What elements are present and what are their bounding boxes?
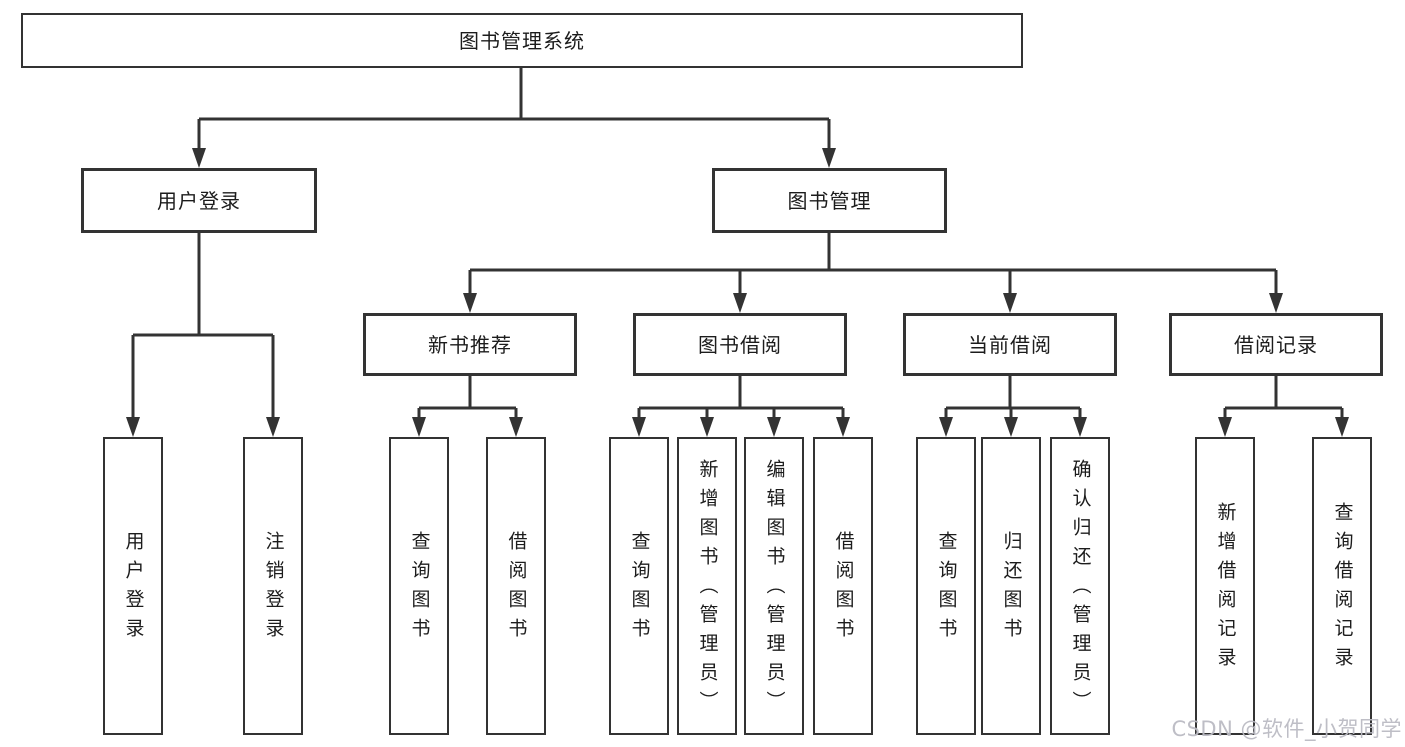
leaf-label: 归还图书 bbox=[1000, 531, 1023, 647]
leaf-label: 新增图书（管理员） bbox=[696, 458, 719, 720]
node-root-system: 图书管理系统 bbox=[21, 13, 1023, 68]
leaf-label: 查询图书 bbox=[935, 531, 958, 647]
leaf-records-query-record: 查询借阅记录 bbox=[1312, 437, 1372, 735]
leaf-borrow-borrow-books: 借阅图书 bbox=[813, 437, 873, 735]
node-new-book-recommend: 新书推荐 bbox=[363, 313, 577, 376]
wire-book-mgmt-to-level3 bbox=[463, 233, 1283, 313]
node-label: 新书推荐 bbox=[428, 332, 512, 357]
leaf-label: 查询借阅记录 bbox=[1331, 502, 1354, 676]
wire-root-to-level2 bbox=[192, 68, 836, 168]
leaf-current-query-books: 查询图书 bbox=[916, 437, 976, 735]
node-label: 图书借阅 bbox=[698, 332, 782, 357]
node-label: 借阅记录 bbox=[1234, 332, 1318, 357]
leaf-label: 查询图书 bbox=[408, 531, 431, 647]
node-label: 用户登录 bbox=[157, 188, 241, 213]
leaf-label: 查询图书 bbox=[628, 531, 651, 647]
wire-new-book-branch bbox=[412, 376, 523, 437]
node-label: 当前借阅 bbox=[968, 332, 1052, 357]
node-current-borrow: 当前借阅 bbox=[903, 313, 1117, 376]
leaf-borrow-add-books-admin: 新增图书（管理员） bbox=[677, 437, 737, 735]
node-borrow-records: 借阅记录 bbox=[1169, 313, 1383, 376]
wire-book-borrow-branch bbox=[632, 376, 850, 437]
leaf-current-confirm-return-admin: 确认归还（管理员） bbox=[1050, 437, 1110, 735]
leaf-borrow-edit-books-admin: 编辑图书（管理员） bbox=[744, 437, 804, 735]
leaf-label: 新增借阅记录 bbox=[1214, 502, 1237, 676]
leaf-logout: 注销登录 bbox=[243, 437, 303, 735]
leaf-label: 注销登录 bbox=[262, 531, 285, 647]
node-user-login-module: 用户登录 bbox=[81, 168, 317, 233]
leaf-label: 用户登录 bbox=[122, 531, 145, 647]
wire-current-borrow-branch bbox=[939, 376, 1087, 437]
leaf-newbook-borrow-books: 借阅图书 bbox=[486, 437, 546, 735]
csdn-watermark: CSDN @软件_小贺同学 bbox=[1171, 717, 1402, 741]
node-book-borrow: 图书借阅 bbox=[633, 313, 847, 376]
leaf-label: 确认归还（管理员） bbox=[1069, 458, 1092, 720]
leaf-newbook-query-books: 查询图书 bbox=[389, 437, 449, 735]
node-book-management-module: 图书管理 bbox=[712, 168, 947, 233]
wire-user-login-branch bbox=[126, 233, 280, 437]
leaf-label: 借阅图书 bbox=[505, 531, 528, 647]
leaf-label: 借阅图书 bbox=[832, 531, 855, 647]
node-label: 图书管理系统 bbox=[459, 28, 585, 53]
node-label: 图书管理 bbox=[787, 188, 872, 213]
leaf-records-add-record: 新增借阅记录 bbox=[1195, 437, 1255, 735]
wire-borrow-records-branch bbox=[1218, 376, 1349, 437]
leaf-user-login: 用户登录 bbox=[103, 437, 163, 735]
leaf-label: 编辑图书（管理员） bbox=[763, 458, 786, 720]
leaf-current-return-books: 归还图书 bbox=[981, 437, 1041, 735]
leaf-borrow-query-books: 查询图书 bbox=[609, 437, 669, 735]
